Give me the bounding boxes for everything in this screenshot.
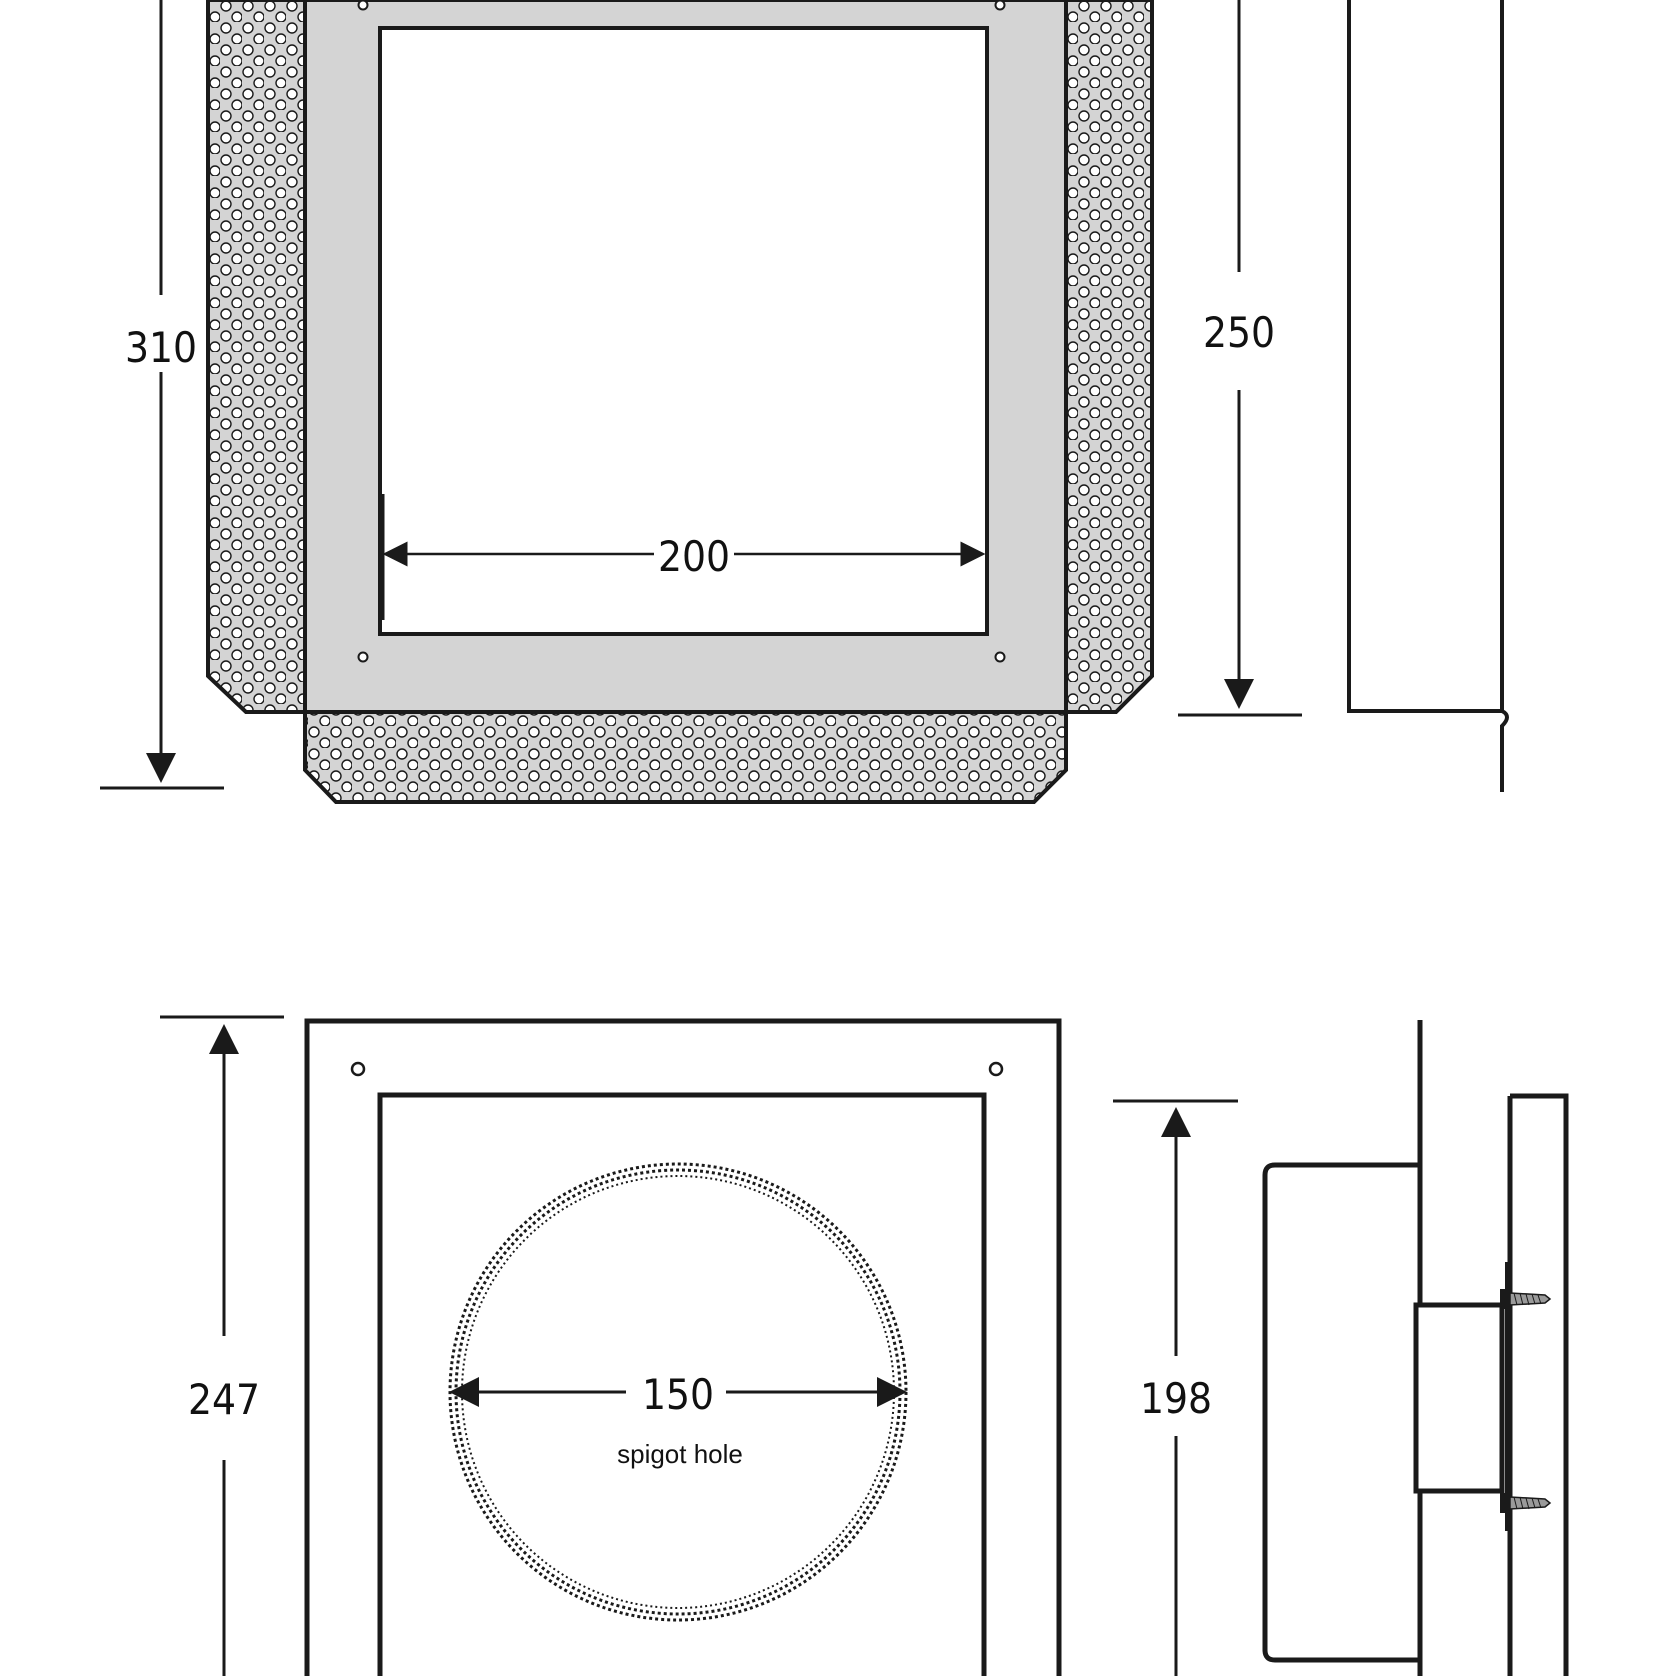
dimension-label: 198 (1140, 1374, 1212, 1423)
spigot-plate-inner (377, 1092, 987, 1676)
screw-icon (1500, 1289, 1552, 1309)
dimension-247: 247 (160, 1015, 284, 1676)
frame-opening (378, 26, 989, 636)
screw-hole-icon (357, 0, 369, 11)
screw-icon (1500, 1493, 1552, 1513)
screw-hole-icon (994, 0, 1006, 11)
top-front-view: 200 310 250 (100, 0, 1509, 804)
top-side-profile (1347, 0, 1509, 792)
dimension-310: 310 (100, 0, 224, 790)
dimension-label: 250 (1203, 308, 1275, 357)
dimension-label: 150 (642, 1370, 714, 1419)
dimension-label: 310 (125, 323, 197, 372)
screw-hole-icon (994, 651, 1006, 663)
spigot-hole-label: spigot hole (617, 1439, 743, 1469)
left-perforated-flange (206, 0, 307, 714)
dimension-198: 198 (1113, 1099, 1238, 1676)
bottom-perforated-flange (303, 710, 1068, 804)
dimension-250: 250 (1178, 0, 1302, 717)
screw-hole-icon (988, 1061, 1004, 1077)
dimension-150: 150 spigot hole (449, 1370, 907, 1469)
dimension-label: 247 (188, 1375, 260, 1424)
dimension-label: 200 (658, 532, 730, 581)
right-perforated-flange (1064, 0, 1154, 714)
screw-hole-icon (357, 651, 369, 663)
screw-hole-icon (350, 1061, 366, 1077)
bottom-side-profile (1262, 1020, 1569, 1676)
bottom-front-view: 150 spigot hole 247 198 (160, 1015, 1569, 1676)
dimension-200: 200 (382, 532, 986, 581)
